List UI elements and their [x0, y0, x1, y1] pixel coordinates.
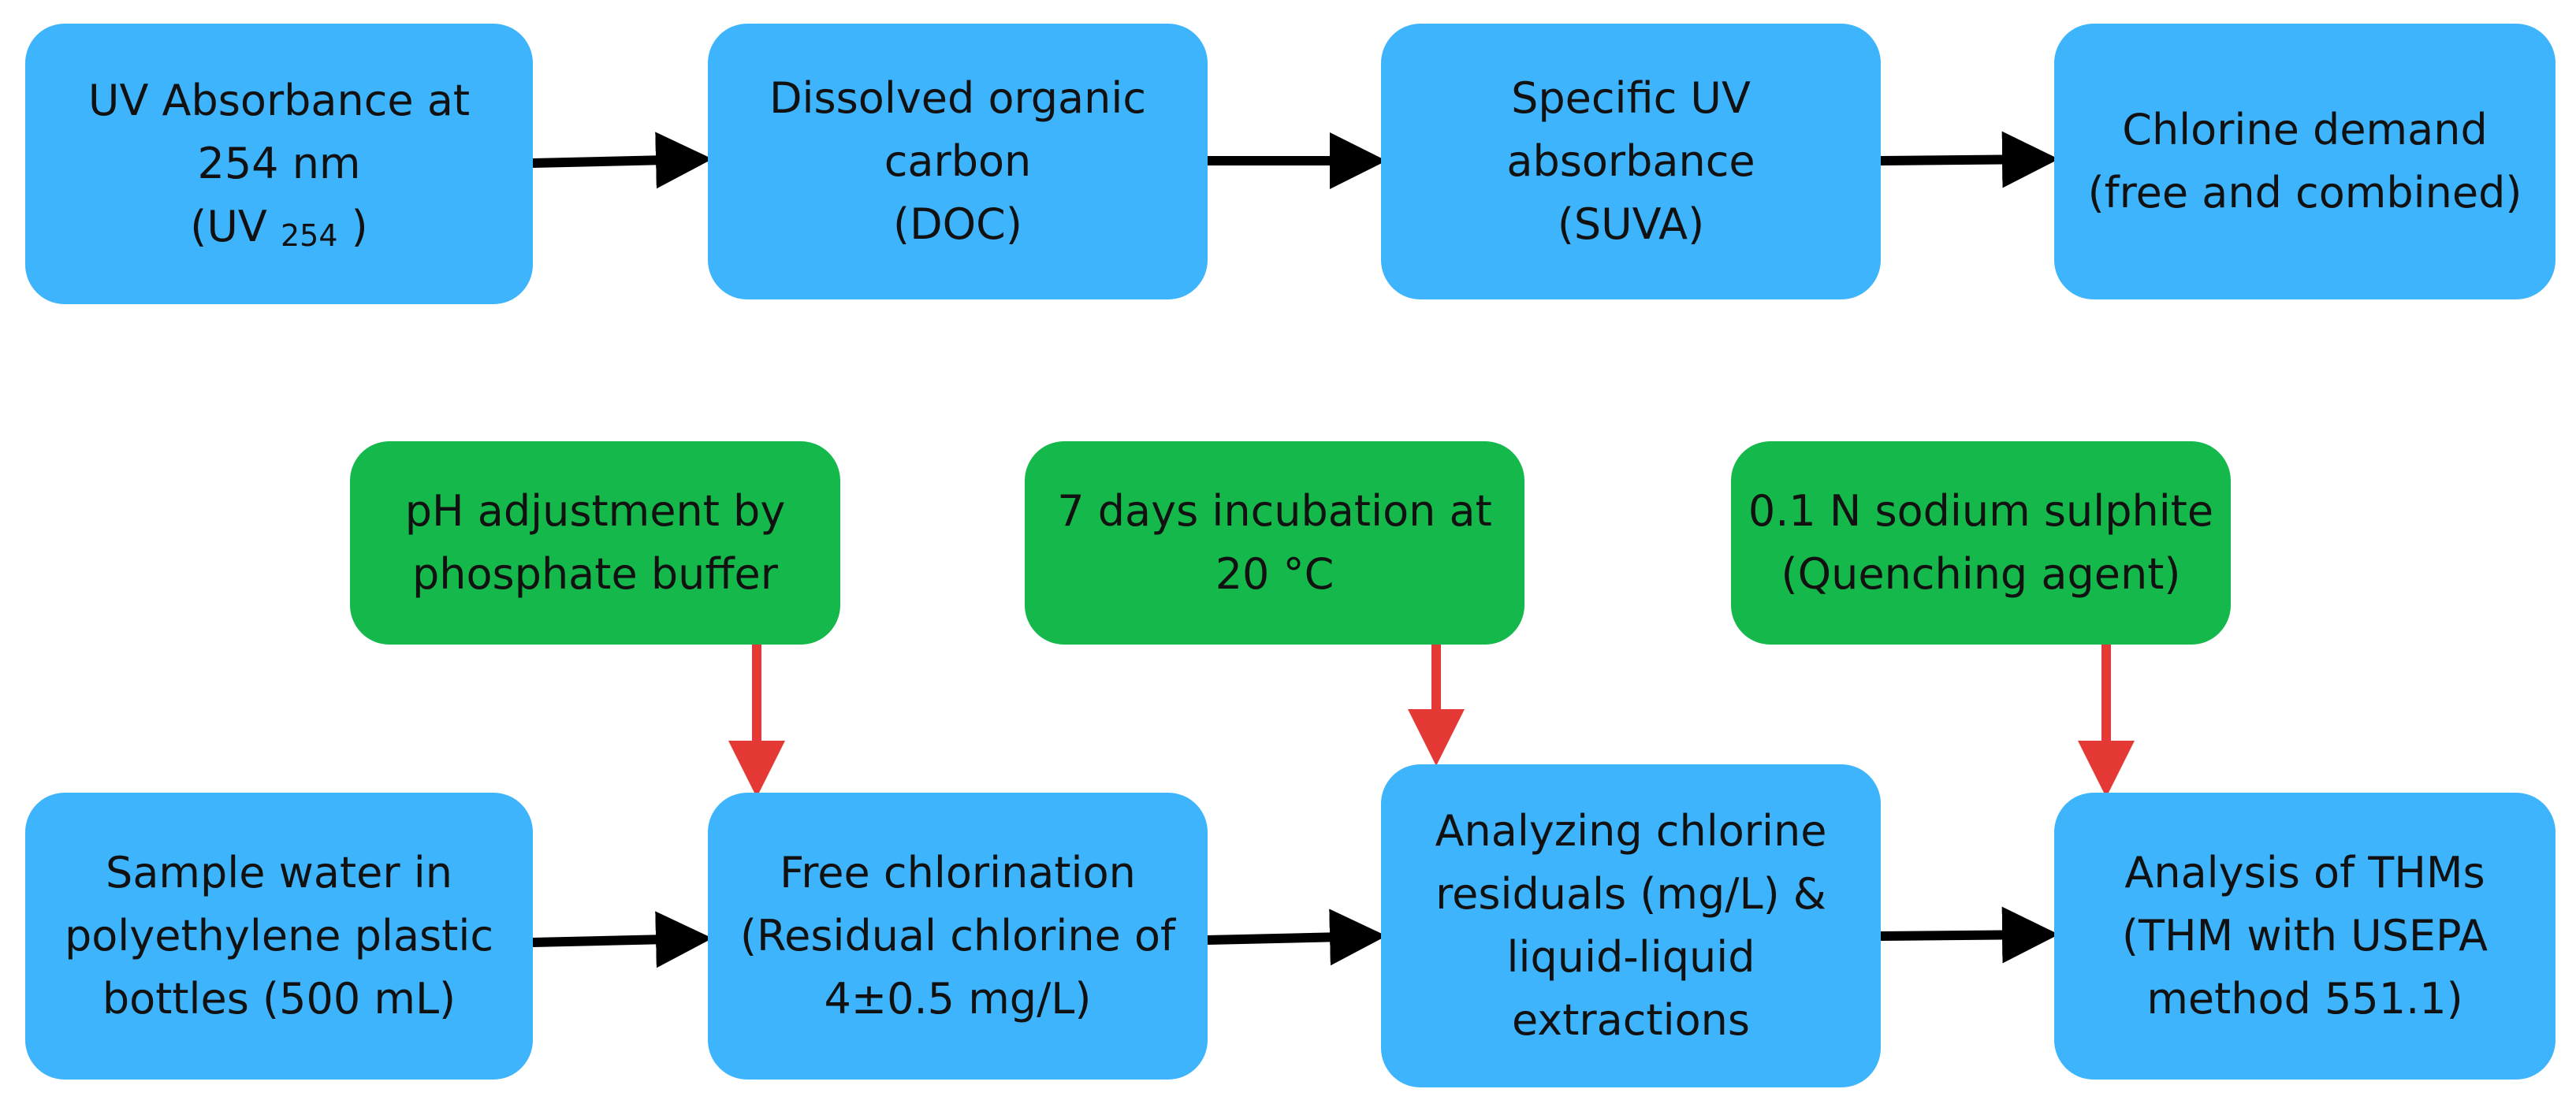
suva-line2: absorbance	[1506, 136, 1755, 187]
sample-line2: polyethylene plastic	[64, 911, 494, 961]
sample-line3: bottles (500 mL)	[102, 973, 456, 1024]
chlorination-line3: 4±0.5 mg/L)	[824, 973, 1092, 1024]
arrow-suva-to-demand	[1880, 131, 2059, 188]
uv254-line2: 254 nm	[197, 139, 361, 189]
doc-box: Dissolved organic carbon (DOC)	[708, 24, 1208, 299]
ph-line1: pH adjustment by	[404, 486, 786, 537]
arrow-chlorination-to-analyzing	[1207, 909, 1387, 966]
uv254-line1: UV Absorbance at	[87, 76, 471, 126]
free-chlorination-box: Free chlorination (Residual chlorine of …	[708, 793, 1208, 1080]
suva-line3: (SUVA)	[1557, 199, 1705, 249]
chlorination-line1: Free chlorination	[780, 848, 1136, 898]
quenching-agent-box: 0.1 N sodium sulphite (Quenching agent)	[1731, 441, 2231, 645]
incubation-line1: 7 days incubation at	[1057, 486, 1492, 537]
chlorine-demand-box: Chlorine demand (free and combined)	[2054, 24, 2556, 299]
quench-line2: (Quenching agent)	[1781, 549, 2181, 599]
chlorination-line2: (Residual chlorine of	[739, 911, 1176, 961]
suva-box: Specific UV absorbance (SUVA)	[1381, 24, 1881, 299]
doc-line3: (DOC)	[893, 199, 1022, 249]
chlorine-demand-line1: Chlorine demand	[2122, 105, 2488, 155]
ph-adjustment-box: pH adjustment by phosphate buffer	[350, 441, 840, 645]
ph-line2: phosphate buffer	[412, 549, 778, 599]
analyzing-chlorine-box: Analyzing chlorine residuals (mg/L) & li…	[1381, 764, 1881, 1087]
thm-analysis-box: Analysis of THMs (THM with USEPA method …	[2054, 793, 2556, 1080]
arrow-sample-to-chlorination	[532, 911, 713, 968]
uv254-line3: (UV 254 )	[190, 201, 368, 253]
doc-line1: Dissolved organic	[769, 73, 1147, 124]
uv254-box: UV Absorbance at 254 nm (UV 254 )	[25, 24, 533, 304]
uv254-subscript: 254	[280, 217, 338, 253]
doc-line2: carbon	[884, 136, 1032, 187]
analyzing-line4: extractions	[1512, 994, 1750, 1045]
thm-line2: (THM with USEPA	[2121, 911, 2489, 961]
incubation-line2: 20 °C	[1215, 549, 1335, 599]
sample-line1: Sample water in	[106, 848, 452, 898]
analyzing-line3: liquid-liquid	[1506, 932, 1755, 982]
arrow-analyzing-to-thm	[1880, 906, 2059, 964]
arrow-uv-to-doc	[532, 132, 713, 189]
thm-line1: Analysis of THMs	[2124, 848, 2485, 898]
analyzing-line2: residuals (mg/L) &	[1435, 869, 1826, 920]
sample-water-box: Sample water in polyethylene plastic bot…	[25, 793, 533, 1080]
thm-line3: method 551.1)	[2146, 973, 2463, 1024]
chlorine-demand-line2: (free and combined)	[2087, 168, 2522, 217]
incubation-box: 7 days incubation at 20 °C	[1025, 441, 1524, 645]
suva-line1: Specific UV	[1511, 73, 1751, 124]
quench-line1: 0.1 N sodium sulphite	[1748, 486, 2214, 537]
analyzing-line1: Analyzing chlorine	[1435, 806, 1827, 857]
